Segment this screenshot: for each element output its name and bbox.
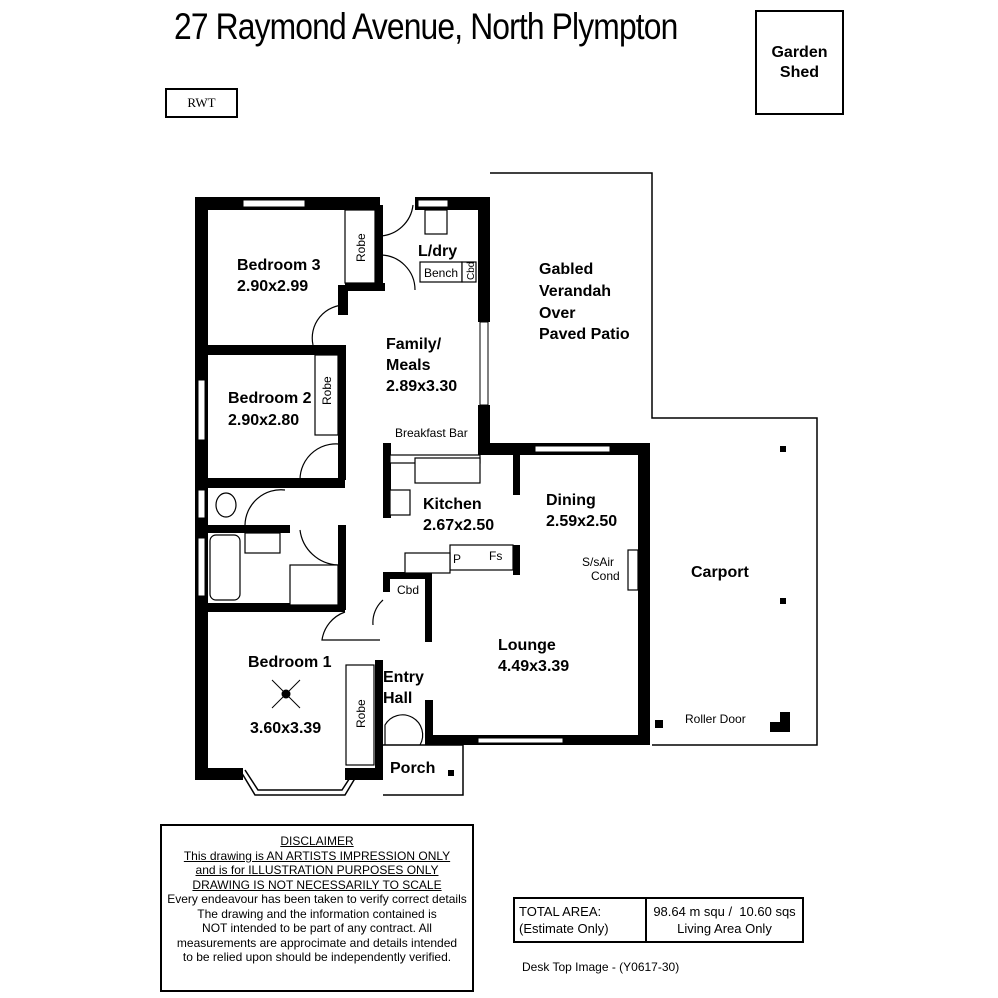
disclaimer-line1: This drawing is AN ARTISTS IMPRESSION ON…	[183, 848, 451, 863]
area-value1: 98.64 m squ / 10.60 sqs	[653, 904, 796, 919]
doors	[244, 204, 424, 746]
disclaimer-heading: DISCLAIMER	[280, 834, 354, 848]
breakfast-bar-label: Breakfast Bar	[395, 426, 468, 440]
porch-name: Porch	[390, 760, 435, 777]
windows	[197, 199, 611, 744]
disclaimer-line3: DRAWING IS NOT NECESSARILY TO SCALE	[192, 877, 442, 892]
robe-bed3	[344, 209, 376, 284]
agent-code-box: RWT	[165, 88, 238, 118]
robe-label-bed1: Robe	[354, 699, 368, 728]
entry-cbd-label: Cbd	[397, 583, 419, 597]
shed-line2: Shed	[779, 63, 820, 81]
area-value2: Living Area Only	[677, 921, 772, 936]
verandah-line2: Verandah	[539, 283, 611, 300]
shed-line1: Garden	[771, 43, 828, 61]
disclaimer-body1: Every endeavour has been taken to verify…	[167, 892, 467, 906]
disclaimer-body4: measurements are approcimate and details…	[176, 935, 458, 950]
robe-label-bed2: Robe	[320, 376, 334, 405]
cooktop	[389, 489, 411, 516]
robe-bed2	[314, 354, 339, 436]
verandah-line3: Over	[539, 305, 575, 322]
disclaimer-box: DISCLAIMER This drawing is AN ARTISTS IM…	[160, 824, 474, 992]
family-line1: Family/	[386, 336, 442, 353]
carport-name: Carport	[691, 564, 749, 581]
roller-door-label: Roller Door	[685, 712, 746, 726]
bedroom1-size: 3.60x3.39	[250, 720, 321, 737]
laundry-cbd-label: Cbd	[466, 262, 477, 280]
pantry	[449, 544, 514, 571]
family-size: 2.89x3.30	[386, 378, 457, 395]
entry-line1: Entry	[383, 669, 424, 686]
area-label1: TOTAL AREA:	[519, 904, 602, 919]
verandah-line4: Paved Patio	[539, 326, 630, 343]
bedroom3-size: 2.90x2.99	[237, 278, 308, 295]
aircon-label-2: Cond	[591, 569, 620, 583]
entry-line2: Hall	[383, 690, 412, 707]
robe-label-bed3: Robe	[354, 233, 368, 262]
aircon-label-1: S/sAir	[582, 555, 614, 569]
bedroom1-name: Bedroom 1	[248, 654, 332, 671]
bench-label: Bench	[424, 266, 458, 280]
disclaimer-body5: to be relied upon should be independentl…	[182, 950, 452, 964]
area-label2: (Estimate Only)	[519, 921, 609, 936]
pantry-label: P	[453, 552, 461, 566]
verandah-line1: Gabled	[539, 261, 593, 278]
robe-bed1	[345, 664, 375, 766]
shower	[289, 564, 339, 606]
disclaimer-line2: and is for ILLUSTRATION PURPOSES ONLY	[195, 863, 439, 877]
kitchen-name: Kitchen	[423, 496, 482, 513]
dining-size: 2.59x2.50	[546, 513, 617, 530]
fixtures	[209, 209, 639, 766]
kitchen-sink	[414, 457, 481, 484]
bath	[209, 534, 241, 601]
disclaimer-body2: The drawing and the information containe…	[197, 906, 437, 921]
bedroom3-name: Bedroom 3	[237, 257, 321, 274]
total-area-box: TOTAL AREA: (Estimate Only) 98.64 m squ /…	[513, 897, 804, 943]
kitchen-size: 2.67x2.50	[423, 517, 494, 534]
family-line2: Meals	[386, 357, 431, 374]
fs-label: Fs	[489, 549, 502, 563]
disclaimer-body3: NOT intended to be part of any contract.…	[202, 921, 432, 935]
footer-reference: Desk Top Image - (Y0617-30)	[522, 960, 680, 974]
property-title: 27 Raymond Avenue, North Plympton	[174, 6, 678, 47]
lounge-name: Lounge	[498, 637, 556, 654]
bedroom2-size: 2.90x2.80	[228, 412, 299, 429]
ceiling-fan-icon	[271, 679, 301, 709]
basin	[244, 532, 281, 554]
aircon	[627, 549, 639, 591]
laundry-name: L/dry	[418, 243, 457, 260]
toilet	[215, 492, 237, 518]
cupboard	[461, 261, 477, 283]
dining-name: Dining	[546, 492, 596, 509]
carport-posts	[448, 446, 790, 776]
bedroom2-name: Bedroom 2	[228, 390, 312, 407]
laundry-tub	[424, 209, 448, 235]
lounge-size: 4.49x3.39	[498, 658, 569, 675]
